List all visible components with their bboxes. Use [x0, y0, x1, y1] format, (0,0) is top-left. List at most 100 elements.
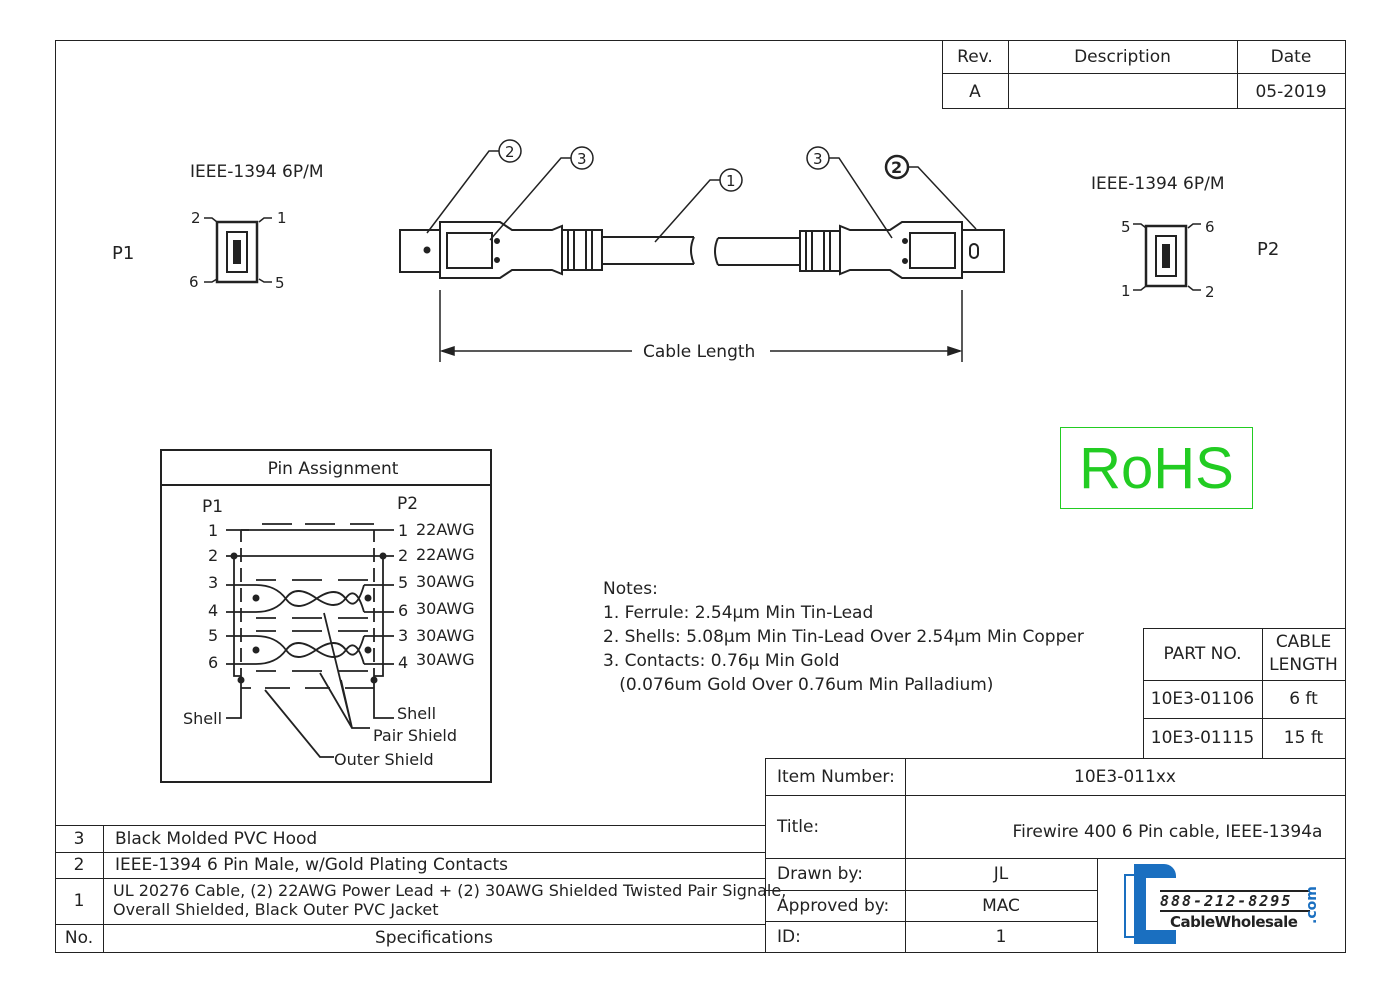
drawing-label: 2	[191, 209, 201, 227]
drawing-label: 5	[398, 573, 408, 592]
drawing-label: 2	[398, 546, 408, 565]
spec-header: Specifications	[374, 928, 493, 948]
spec-text: UL 20276 Cable, (2) 22AWG Power Lead + (…	[113, 881, 786, 919]
spec-no: 2	[73, 855, 85, 875]
cable-length-label: Cable Length	[643, 342, 755, 362]
logo-tld: .com	[1304, 886, 1320, 924]
drawing-label: 6	[189, 273, 199, 291]
drawing-border	[55, 40, 1346, 953]
spec-no: 1	[73, 891, 85, 911]
drawing-label: 6	[208, 653, 218, 672]
divider	[765, 858, 1345, 859]
item-number-label: Item Number:	[777, 766, 895, 787]
drawing-label: 30AWG	[416, 572, 475, 591]
drawing-label: 1	[1121, 282, 1131, 300]
note-item: 1. Ferrule: 2.54µm Min Tin-Lead	[603, 603, 874, 623]
divider	[55, 825, 765, 826]
divider	[1097, 858, 1098, 952]
drawing-label: 3	[398, 626, 408, 645]
logo-name: CableWholesale	[1170, 913, 1298, 931]
notes: Notes: 1. Ferrule: 2.54µm Min Tin-Lead 2…	[603, 577, 1084, 697]
pin-assignment-title: Pin Assignment	[268, 459, 399, 479]
drawing-label: Shell	[397, 704, 436, 723]
rohs-badge: RoHS	[1060, 427, 1253, 509]
left-plug	[399, 221, 695, 279]
drawing-label: Outer Shield	[334, 750, 434, 769]
drawing-label: Shell	[183, 709, 222, 728]
rohs-label: RoHS	[1079, 435, 1234, 501]
divider	[1237, 40, 1238, 109]
divider	[55, 924, 765, 925]
callout-1: 1	[726, 172, 736, 190]
divider	[905, 758, 906, 952]
rev-header: Rev.	[957, 46, 993, 67]
divider	[55, 852, 765, 853]
drawing-label: 6	[1205, 218, 1215, 236]
id-label: ID:	[777, 926, 801, 947]
drawing-label: 5	[208, 626, 218, 645]
divider	[942, 73, 1346, 74]
note-item: 3. Contacts: 0.76µ Min Gold	[603, 651, 840, 671]
drawing-label: 1	[398, 521, 408, 540]
drawing-label: P2	[397, 494, 418, 514]
logo-c-inner	[1146, 878, 1176, 930]
p1-type-label: IEEE-1394 6P/M	[190, 162, 324, 182]
drawing-label: P1	[202, 497, 223, 517]
length-cell: 6 ft	[1289, 689, 1318, 709]
title-block-frame	[765, 758, 1346, 953]
right-plug	[714, 221, 1005, 279]
callout-2: 2	[505, 143, 515, 161]
cable-length-dimension	[439, 290, 963, 362]
description-header: Description	[1074, 46, 1171, 67]
drawing-label: 6	[398, 601, 408, 620]
part-no-cell: 10E3-01106	[1150, 689, 1255, 709]
divider	[1262, 628, 1263, 758]
drawing-label: 4	[208, 601, 218, 620]
callout-leaders	[426, 139, 977, 243]
title-value: Firewire 400 6 Pin cable, IEEE-1394a	[1012, 821, 1323, 842]
drawing-label: 4	[398, 653, 408, 672]
spec-no: 3	[73, 829, 85, 849]
note-item: 2. Shells: 5.08µm Min Tin-Lead Over 2.54…	[603, 627, 1084, 647]
p2-label: P2	[1257, 239, 1279, 260]
approved-by-label: Approved by:	[777, 895, 890, 916]
cablewholesale-logo: 888-212-8295 CableWholesale .com	[1124, 862, 1329, 946]
callout-3: 3	[813, 150, 823, 168]
drawing-label: 22AWG	[416, 520, 475, 539]
divider	[765, 795, 1345, 796]
spec-text: IEEE-1394 6 Pin Male, w/Gold Plating Con…	[115, 855, 508, 875]
divider	[1143, 718, 1346, 719]
revision-table-frame	[942, 40, 1346, 109]
title-label: Title:	[777, 816, 820, 837]
drawn-by-value: JL	[993, 864, 1009, 884]
notes-title: Notes:	[603, 579, 658, 599]
drawn-by-label: Drawn by:	[777, 864, 863, 884]
p2-connector-face: IEEE-1394 6P/M P2 5 6 1 2	[1091, 174, 1279, 301]
date-value: 05-2019	[1255, 81, 1327, 102]
spec-text: Black Molded PVC Hood	[115, 829, 318, 849]
part-no-header: PART NO.	[1163, 644, 1242, 664]
length-cell: 15 ft	[1283, 728, 1324, 748]
date-header: Date	[1270, 46, 1312, 67]
divider	[1008, 40, 1009, 109]
divider	[765, 890, 1097, 891]
item-number-value: 10E3-011xx	[1074, 766, 1176, 787]
drawing-label: 30AWG	[416, 626, 475, 645]
p1-connector-face: IEEE-1394 6P/M P1 2 1 6 5	[112, 162, 324, 292]
divider	[103, 825, 104, 952]
callout-3: 3	[577, 150, 587, 168]
p2-type-label: IEEE-1394 6P/M	[1091, 174, 1225, 194]
logo-phone: 888-212-8295	[1160, 890, 1310, 912]
p1-label: P1	[112, 243, 134, 264]
approved-by-value: MAC	[982, 895, 1020, 916]
drawing-label: 3	[208, 573, 218, 592]
logo-bracket	[1124, 874, 1136, 938]
drawing-label: 22AWG	[416, 545, 475, 564]
drawing-label: 2	[208, 546, 218, 565]
divider	[55, 878, 765, 879]
divider	[1143, 680, 1346, 681]
note-item: (0.076um Gold Over 0.76um Min Palladium)	[603, 675, 994, 695]
drawing-label: Pair Shield	[373, 726, 457, 745]
rev-value: A	[969, 81, 981, 102]
